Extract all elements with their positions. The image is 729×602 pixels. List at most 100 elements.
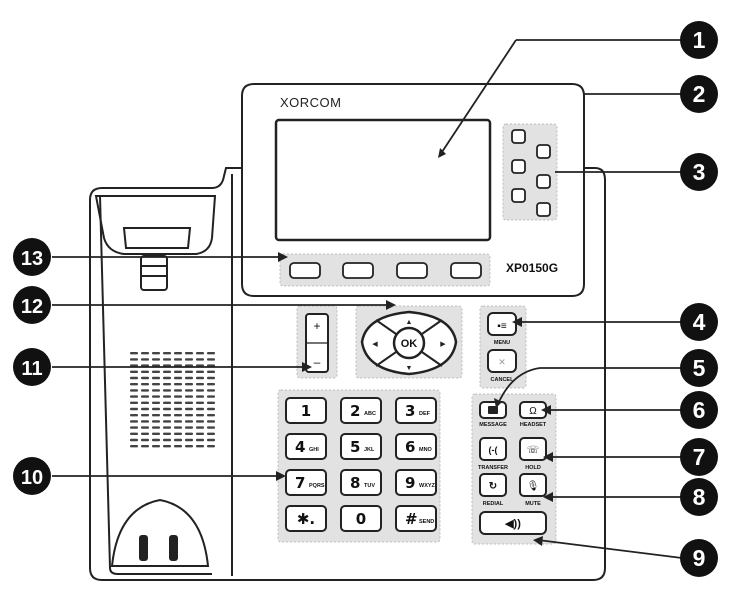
grille-slot [185, 420, 193, 423]
screen-housing: XORCOM XP0150G [241, 83, 585, 297]
cancel-button[interactable] [487, 349, 517, 373]
grille-slot [141, 420, 149, 423]
grille-slot [207, 445, 215, 448]
soft-key[interactable] [342, 262, 374, 279]
soft-key[interactable] [396, 262, 428, 279]
hold-button[interactable] [519, 437, 547, 461]
navigation-keys[interactable]: ▲ ▼ ◀ ▶ OK [355, 305, 463, 379]
soft-key[interactable] [289, 262, 321, 279]
grille-slot [130, 358, 138, 361]
grille-slot [174, 414, 182, 417]
dialpad-letters: PQRS [309, 483, 325, 489]
callout-number: 13 [21, 248, 43, 270]
dialpad-key[interactable]: 1 [285, 397, 327, 424]
callout-number: 4 [693, 309, 706, 335]
soft-key[interactable] [450, 262, 482, 279]
dialpad-key[interactable]: ✱. [285, 505, 327, 532]
callout-number: 8 [693, 484, 706, 510]
callout-number: 3 [693, 159, 706, 185]
grille-slot [196, 414, 204, 417]
callout-badge [13, 286, 51, 324]
grille-slot [163, 352, 171, 355]
svg-text:▶: ▶ [440, 341, 446, 348]
grille-slot [141, 407, 149, 411]
grille-slot [141, 395, 149, 398]
line-key[interactable] [511, 129, 526, 144]
dialpad-letters: GHI [309, 447, 319, 453]
hold-label: HOLD [525, 465, 541, 471]
grille-slot [141, 414, 149, 417]
redial-button[interactable] [479, 473, 507, 497]
callout-badge [680, 153, 718, 191]
grille-slot [207, 383, 215, 386]
cancel-label: CANCEL [491, 377, 515, 383]
callout-lines [52, 39, 683, 559]
callout-badge [680, 438, 718, 476]
dialpad-digit: 2 [350, 402, 360, 420]
dialpad-letters: WXYZ [419, 483, 436, 489]
function-keys-panel: MESSAGE Ω HEADSET (-( TRANSFER ☏ HOLD ↻ … [471, 393, 557, 545]
soft-keys-panel [279, 253, 491, 287]
callout-number: 7 [693, 444, 706, 470]
envelope-icon [488, 406, 498, 414]
menu-icon: ▪≡ [497, 321, 507, 332]
speaker-icon: ◀)) [504, 518, 521, 530]
volume-key[interactable]: + – [296, 305, 338, 379]
grille-slot [141, 426, 149, 429]
callout-badge [680, 75, 718, 113]
grille-slot [141, 401, 149, 404]
grille-slot [152, 383, 160, 386]
grille-slot [163, 414, 171, 417]
grille-slot [174, 358, 182, 361]
mute-button[interactable] [519, 473, 547, 497]
callout-number: 11 [21, 358, 42, 380]
model-label: XP0150G [506, 261, 558, 275]
line-key[interactable] [511, 159, 526, 174]
grille-slot [163, 426, 171, 429]
line-key[interactable] [536, 202, 551, 217]
grille-slot [174, 370, 182, 373]
transfer-button[interactable] [479, 437, 507, 461]
speakerphone-button[interactable] [479, 511, 547, 535]
handset-rest [110, 498, 210, 567]
dialpad-digit: 4 [295, 438, 305, 456]
ok-button[interactable] [392, 326, 426, 360]
line-key[interactable] [511, 188, 526, 203]
dialpad-key[interactable]: #SEND [395, 505, 437, 532]
dialpad-key[interactable]: 0 [340, 505, 382, 532]
line-key[interactable] [536, 144, 551, 159]
dialpad-digit: 1 [301, 402, 311, 420]
dialpad-letters: SEND [419, 519, 434, 525]
mute-label: MUTE [525, 501, 541, 507]
grille-slot [141, 376, 149, 380]
dialpad-digit: 8 [350, 474, 360, 492]
grille-slot [196, 389, 204, 392]
dialpad-letters: MNO [419, 447, 433, 453]
speaker-grille [130, 352, 215, 448]
grille-slot [130, 389, 138, 392]
line-keys-panel [502, 123, 558, 221]
grille-slot [141, 370, 149, 373]
grille-slot [196, 401, 204, 404]
grille-slot [130, 383, 138, 386]
cancel-icon: ✕ [498, 357, 506, 367]
grille-slot [207, 376, 215, 380]
grille-slot [207, 420, 215, 423]
line-key[interactable] [536, 174, 551, 189]
grille-slot [196, 432, 204, 435]
grille-slot [196, 426, 204, 429]
grille-slot [130, 407, 138, 411]
grille-slot [174, 352, 182, 355]
grille-slot [174, 445, 182, 448]
callout-badge [680, 303, 718, 341]
